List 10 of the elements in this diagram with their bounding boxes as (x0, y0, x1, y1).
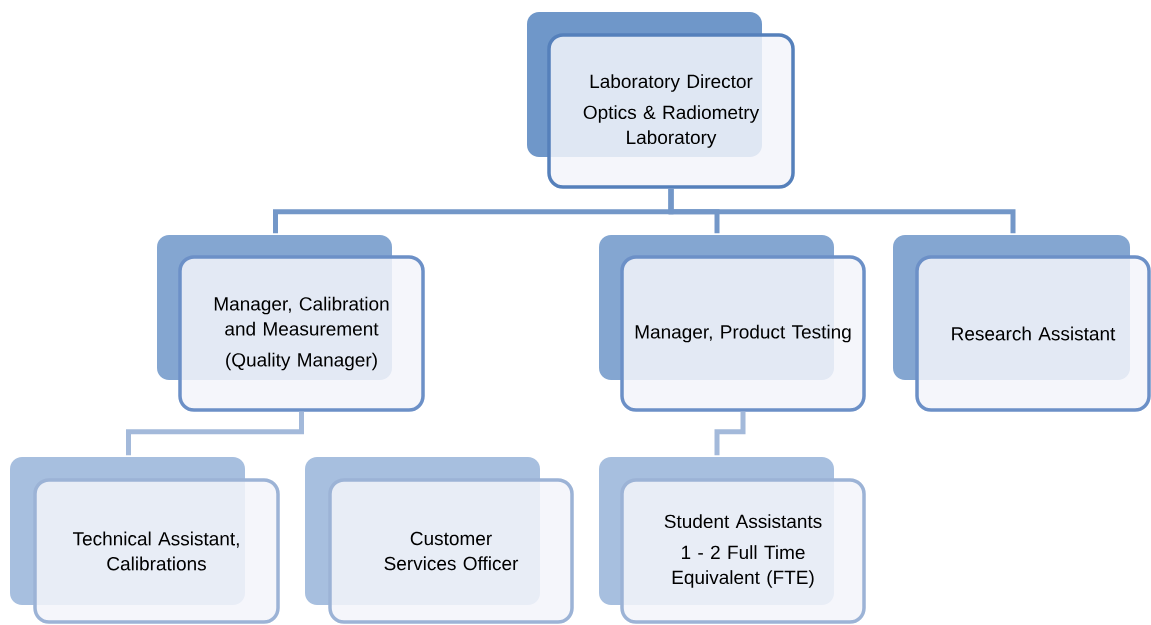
connector-line (668, 188, 1016, 234)
org-box: Student Assistants 1 - 2 Full Time Equivalent (FTE) (599, 457, 866, 624)
org-box: Customer Services Officer (305, 457, 574, 624)
connector-line (714, 411, 746, 456)
connector-line (126, 411, 304, 456)
org-box: Technical Assistant, Calibrations (10, 457, 280, 624)
org-box: Laboratory Director Optics & Radiometry Laboratory (527, 12, 795, 189)
org-box: Manager, Calibration and Measurement (Quality Manager) (157, 235, 425, 412)
org-box: Manager, Product Testing (599, 235, 866, 412)
org-box: Research Assistant (893, 235, 1151, 412)
